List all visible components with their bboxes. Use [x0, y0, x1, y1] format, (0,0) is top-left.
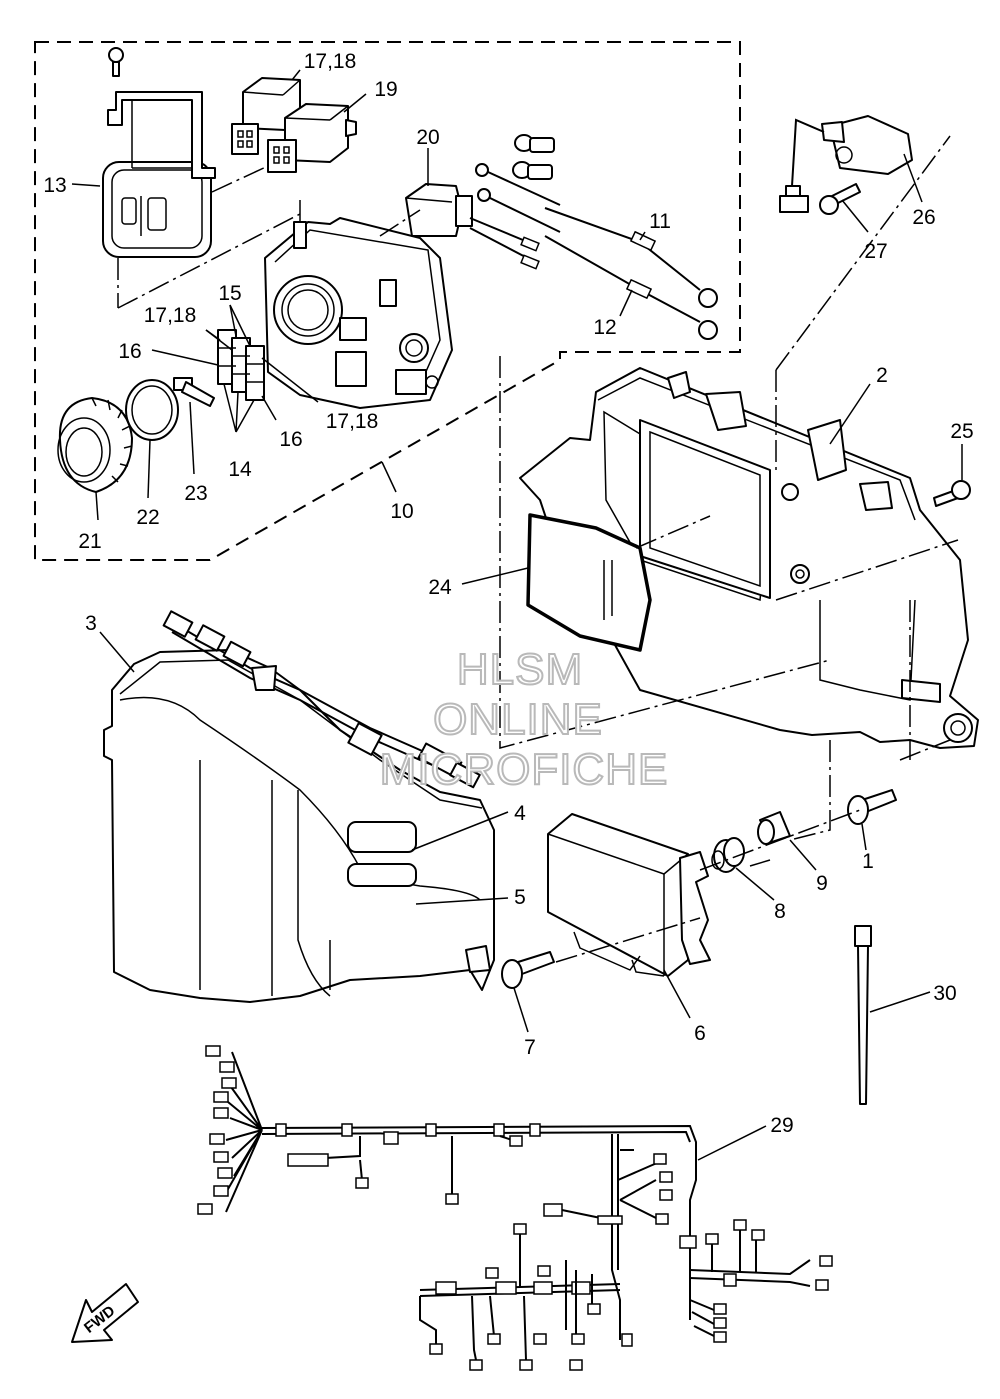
label-12: 12: [593, 316, 616, 339]
part-26-screw: [933, 480, 971, 507]
label-8: 8: [774, 900, 786, 923]
part-9-collar: [757, 811, 791, 845]
label-7: 7: [524, 1036, 536, 1059]
part-13-bracket: [107, 91, 216, 179]
part-28-screw: [819, 183, 861, 215]
label-24: 23: [184, 482, 207, 505]
part-22-cap: [57, 397, 133, 493]
label-29: 29: [770, 1114, 793, 1137]
part-21-sensor: [405, 183, 540, 270]
part-29-wire-harness: [197, 1045, 833, 1371]
label-9: 9: [816, 872, 828, 895]
part-13-screw: [108, 47, 124, 77]
label-20: 19: [374, 78, 397, 101]
label-16-right: 16: [279, 428, 302, 451]
label-15: 15: [218, 282, 241, 305]
label-22: 21: [78, 530, 101, 553]
label-4: 4: [514, 802, 526, 825]
label-21: 20: [416, 126, 439, 149]
part-6-control-unit: [547, 813, 711, 977]
label-27: 26: [912, 206, 935, 229]
label-6: 6: [694, 1022, 706, 1045]
label-2: 2: [876, 364, 888, 387]
part-14-fuse-block: [217, 329, 265, 401]
fwd-arrow: FWD: [71, 1283, 139, 1343]
label-17-18-lower: 17,18: [326, 410, 379, 433]
part-1-bolt: [847, 789, 897, 825]
label-30: 30: [933, 982, 956, 1005]
part-labels: 17,18 19 20 13 11 12 15 17,18 16 17,18 1…: [43, 50, 973, 1137]
assembly-lines: [117, 135, 959, 963]
label-26: 25: [950, 420, 973, 443]
label-14: 14: [228, 458, 252, 481]
watermark: HLSM ONLINE MICROFICHE: [379, 644, 669, 795]
label-10: 10: [390, 500, 413, 523]
part-27-sensor: [779, 115, 913, 213]
watermark-line3: MICROFICHE: [380, 745, 669, 794]
watermark-line1: HLSM: [457, 645, 583, 694]
label-13: 13: [43, 174, 66, 197]
part-20-relay: [267, 103, 357, 173]
leader-lines: [71, 69, 963, 1161]
part-12-cable: [544, 235, 718, 340]
label-23: 22: [136, 506, 159, 529]
label-3: 3: [85, 612, 97, 635]
label-16-left: 16: [118, 340, 141, 363]
label-25: 24: [428, 576, 452, 599]
label-17-18-upper: 17,18: [144, 304, 197, 327]
part-7-bolt: [501, 951, 555, 989]
part-25-gasket: [526, 513, 652, 652]
assembly-10-outline: [34, 41, 741, 561]
part-8-grommet: [711, 837, 745, 873]
part-13-switch-cover: [102, 161, 212, 258]
label-11: 11: [649, 210, 671, 233]
label-28: 27: [864, 240, 887, 263]
part-10-electrical-box-base: [264, 217, 453, 409]
part-23-o-ring: [125, 379, 179, 441]
small-connectors: [475, 134, 561, 233]
part-24-fuse-puller: [173, 377, 215, 407]
part-30-cable-tie: [854, 925, 872, 1105]
watermark-line2: ONLINE: [433, 695, 603, 744]
part-11-cable: [544, 207, 718, 308]
label-1: 1: [862, 850, 874, 873]
label-5: 5: [514, 886, 526, 909]
part-3-wiring: [162, 610, 481, 789]
label-19: 17,18: [304, 50, 357, 73]
